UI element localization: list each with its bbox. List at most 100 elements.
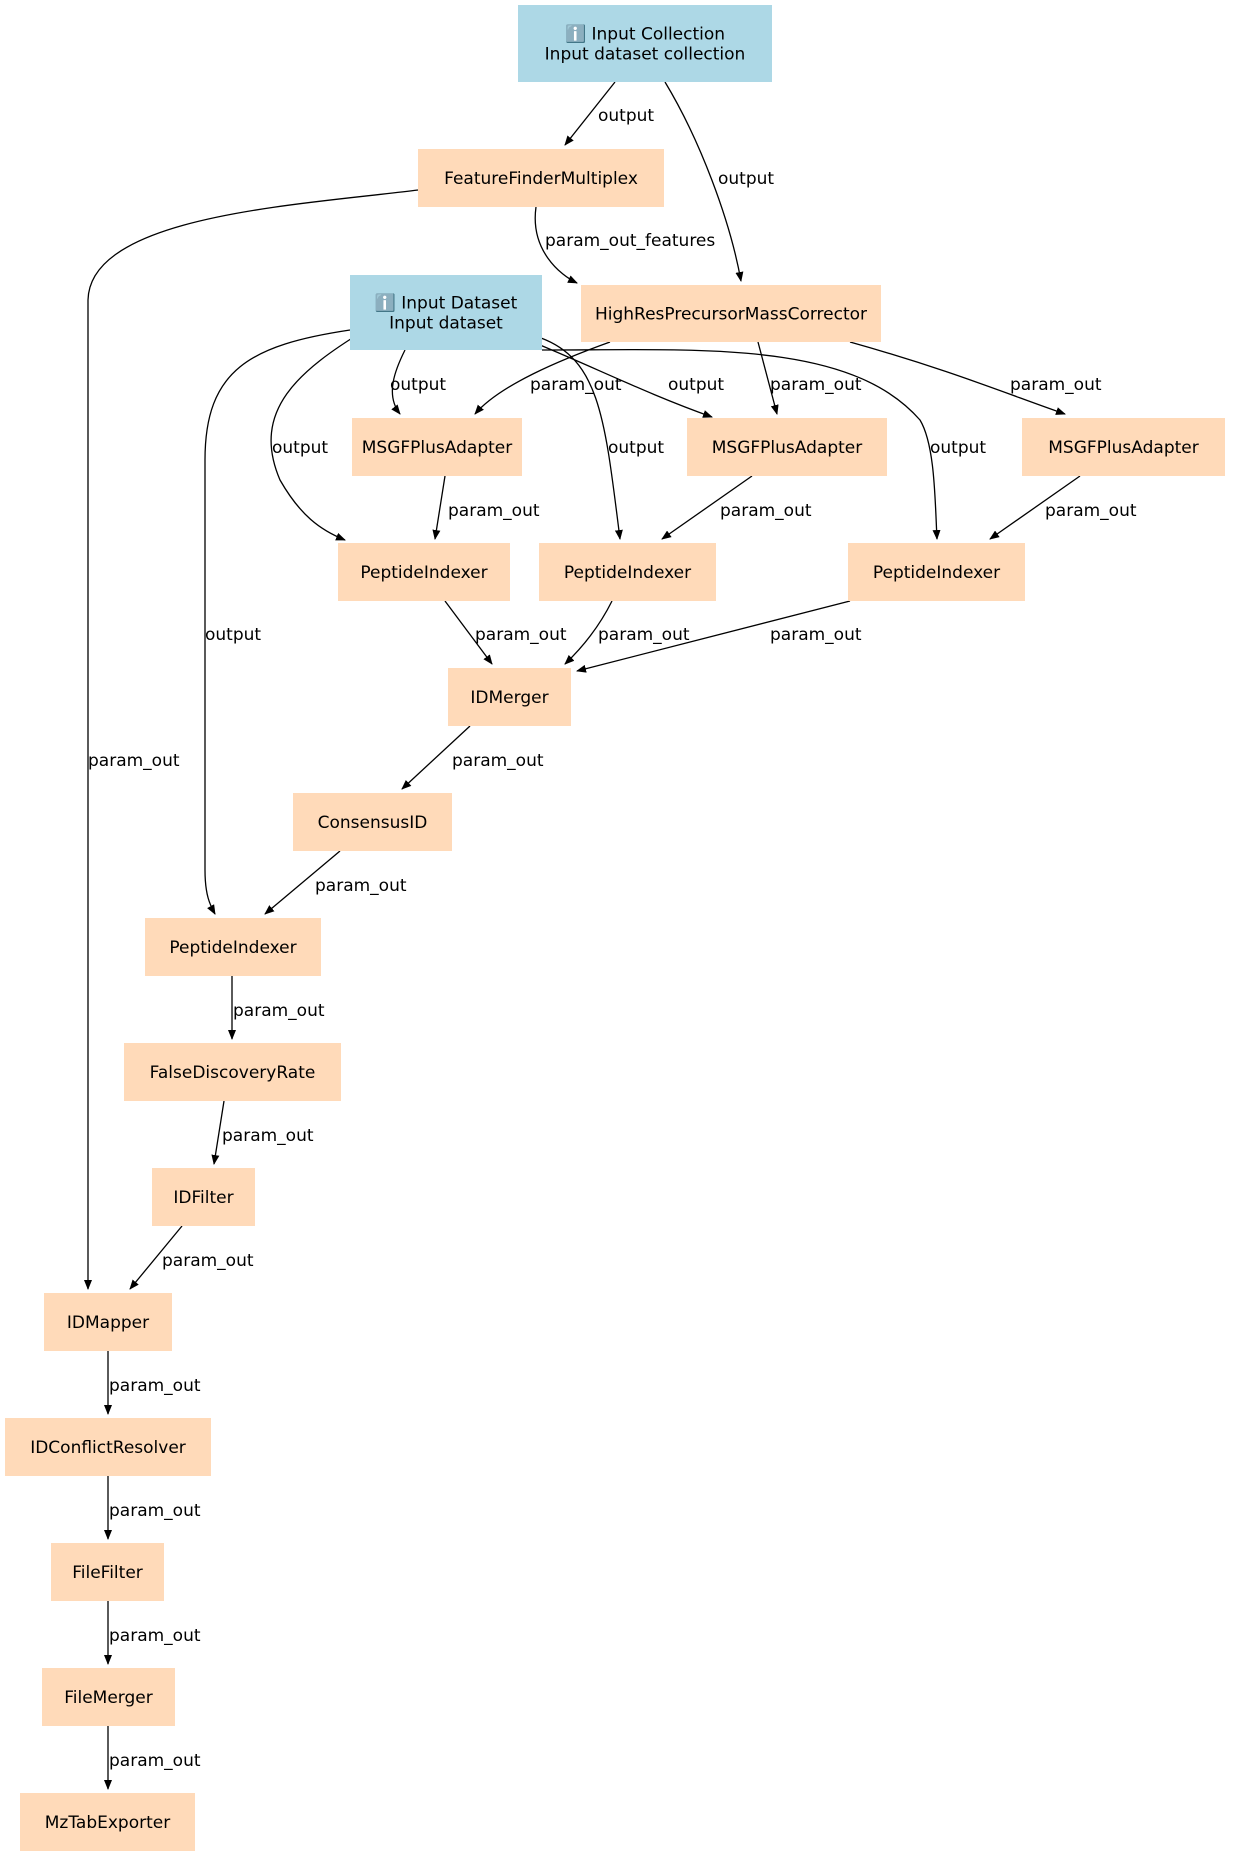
node-box — [44, 1293, 172, 1351]
node-box — [152, 1168, 255, 1226]
node-label: PeptideIndexer — [873, 563, 1000, 583]
node-highres[interactable]: HighResPrecursorMassCorrector — [581, 285, 881, 342]
edge-filemerger-to-mztab: param_out — [104, 1726, 201, 1790]
edge-label: param_out — [720, 501, 812, 521]
edge-input_dataset-to-pepidx1: output — [270, 329, 366, 541]
edge-line — [129, 1225, 183, 1290]
edge-msgf1-to-pepidx1: param_out — [432, 475, 540, 540]
edge-line — [204, 329, 351, 915]
edge-label: param_out — [598, 625, 690, 645]
node-box — [124, 1043, 341, 1101]
node-box — [581, 285, 881, 342]
node-mztab[interactable]: MzTabExporter — [20, 1793, 195, 1851]
edge-label: param_out — [109, 1501, 201, 1521]
node-label: IDMerger — [470, 688, 548, 708]
node-idconflict[interactable]: IDConflictResolver — [5, 1418, 211, 1476]
edge-label: output — [390, 375, 446, 395]
node-box — [338, 543, 510, 601]
node-subtitle: Input dataset collection — [545, 45, 746, 65]
node-label: IDFilter — [173, 1188, 233, 1208]
edge-consensus-to-pepidx4: param_out — [264, 850, 407, 915]
node-box — [848, 543, 1025, 601]
edge-line — [391, 349, 406, 415]
edge-feature_finder-to-idmapper: param_out — [84, 189, 419, 1290]
edge-label: param_out — [448, 501, 540, 521]
edge-pepidx3-to-idmerger: param_out — [576, 600, 862, 673]
node-label: PeptideIndexer — [360, 563, 487, 583]
edge-feature_finder-to-highres: param_out_features — [534, 206, 715, 284]
node-filemerger[interactable]: FileMerger — [42, 1668, 175, 1726]
node-pepidx1[interactable]: PeptideIndexer — [338, 543, 510, 601]
node-msgf2[interactable]: MSGFPlusAdapter — [687, 418, 887, 476]
edge-input_dataset-to-msgf1: output — [390, 349, 446, 415]
node-box — [418, 149, 664, 207]
node-fdr[interactable]: FalseDiscoveryRate — [124, 1043, 341, 1101]
edge-label: output — [608, 438, 664, 458]
node-pepidx2[interactable]: PeptideIndexer — [539, 543, 716, 601]
edge-filefilter-to-filemerger: param_out — [104, 1601, 201, 1665]
edge-line — [211, 1100, 225, 1165]
edge-label: param_out — [109, 1751, 201, 1771]
edge-idmapper-to-idconflict: param_out — [104, 1351, 201, 1415]
node-idmapper[interactable]: IDMapper — [44, 1293, 172, 1351]
node-box — [293, 793, 452, 851]
node-filefilter[interactable]: FileFilter — [51, 1543, 164, 1601]
node-box — [145, 918, 321, 976]
edge-label: output — [272, 438, 328, 458]
edge-input_dataset-to-pepidx2: output — [540, 337, 664, 540]
node-label: FileMerger — [64, 1688, 153, 1708]
edge-line — [474, 341, 611, 415]
node-idfilter[interactable]: IDFilter — [152, 1168, 255, 1226]
node-msgf3[interactable]: MSGFPlusAdapter — [1022, 418, 1225, 476]
edge-line — [432, 475, 446, 540]
node-box — [42, 1668, 175, 1726]
node-box — [5, 1418, 211, 1476]
edge-pepidx4-to-fdr: param_out — [228, 976, 325, 1040]
node-pepidx4[interactable]: PeptideIndexer — [145, 918, 321, 976]
node-idmerger[interactable]: IDMerger — [448, 668, 571, 726]
node-box — [51, 1543, 164, 1601]
node-label: MSGFPlusAdapter — [362, 438, 512, 458]
node-consensus[interactable]: ConsensusID — [293, 793, 452, 851]
node-pepidx3[interactable]: PeptideIndexer — [848, 543, 1025, 601]
edge-highres-to-msgf1: param_out — [474, 341, 622, 415]
node-box — [539, 543, 716, 601]
edge-fdr-to-idfilter: param_out — [211, 1100, 314, 1165]
edge-line — [564, 81, 616, 146]
edge-label: output — [205, 625, 261, 645]
node-box — [687, 418, 887, 476]
edge-label: param_out_features — [545, 231, 715, 251]
edge-line — [661, 475, 753, 540]
edge-line — [534, 206, 578, 284]
edge-pepidx2-to-idmerger: param_out — [564, 600, 690, 665]
edge-label: param_out — [1045, 501, 1137, 521]
node-label: PeptideIndexer — [564, 563, 691, 583]
node-msgf1[interactable]: MSGFPlusAdapter — [352, 418, 522, 476]
node-box — [1022, 418, 1225, 476]
node-label: MSGFPlusAdapter — [712, 438, 862, 458]
node-box — [448, 668, 571, 726]
edge-input_collection-to-feature_finder: output — [564, 81, 654, 146]
node-box — [352, 418, 522, 476]
edge-label: param_out — [1010, 375, 1102, 395]
edge-label: param_out — [162, 1251, 254, 1271]
edge-line — [270, 329, 366, 541]
edge-line — [401, 725, 471, 790]
edge-label: param_out — [233, 1001, 325, 1021]
edge-label: param_out — [530, 375, 622, 395]
edge-line — [264, 850, 341, 915]
edge-msgf2-to-pepidx2: param_out — [661, 475, 812, 540]
edge-label: param_out — [88, 751, 180, 771]
edge-line — [564, 600, 613, 665]
edge-label: param_out — [770, 625, 862, 645]
edge-label: param_out — [222, 1126, 314, 1146]
node-label: IDMapper — [67, 1313, 149, 1333]
node-box — [518, 5, 772, 82]
node-feature_finder[interactable]: FeatureFinderMultiplex — [418, 149, 664, 207]
edge-input_dataset-to-msgf2: output — [539, 344, 724, 418]
edge-idmerger-to-consensus: param_out — [401, 725, 544, 790]
